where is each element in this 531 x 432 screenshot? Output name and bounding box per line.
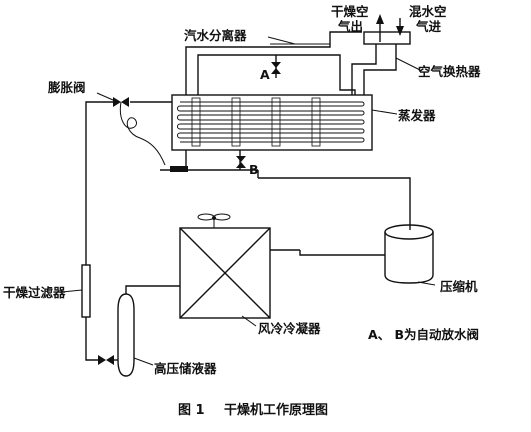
valve-a-label: A <box>260 67 270 82</box>
compressor-label: 压缩机 <box>440 279 478 294</box>
wet-air-in-label-2: 气进 <box>415 19 442 34</box>
leader-lines <box>61 36 436 366</box>
dry-air-out-label-2: 气出 <box>337 19 363 34</box>
receiver-label: 高压储液器 <box>154 361 217 376</box>
separator-label: 汽水分离器 <box>184 28 247 43</box>
caption-number: 图 1 <box>178 403 205 418</box>
refrigerant-lines <box>81 97 411 377</box>
dry-air-out-label-1: 干燥空 <box>331 4 369 19</box>
air-cooled-condenser-label: 风冷冷凝器 <box>258 321 321 336</box>
fan-icon <box>197 213 231 228</box>
wet-air-in-label-1: 混水空 <box>409 4 447 19</box>
air-heat-exchanger-label: 空气换热器 <box>418 64 481 79</box>
caption-title: 干燥机工作原理图 <box>224 402 328 418</box>
air-cooled-condenser <box>179 213 271 319</box>
auto-drain-note: A、 B为自动放水阀 <box>368 327 479 342</box>
air-piping <box>185 14 411 95</box>
dryer-filter-label: 干燥过滤器 <box>3 285 66 300</box>
evaporator-label: 蒸发器 <box>398 108 436 123</box>
valve-b-label: B <box>249 162 259 177</box>
compressor <box>384 224 434 284</box>
evaporator-block <box>160 94 373 178</box>
diagram-labels: 汽水分离器 干燥空 气出 混水空 气进 A B 膨胀阀 空气换热器 蒸发器 压缩… <box>3 4 481 376</box>
figure-caption: 图 1 干燥机工作原理图 <box>178 402 328 418</box>
expansion-valve-label: 膨胀阀 <box>47 80 86 95</box>
evaporator-coils <box>177 97 365 147</box>
